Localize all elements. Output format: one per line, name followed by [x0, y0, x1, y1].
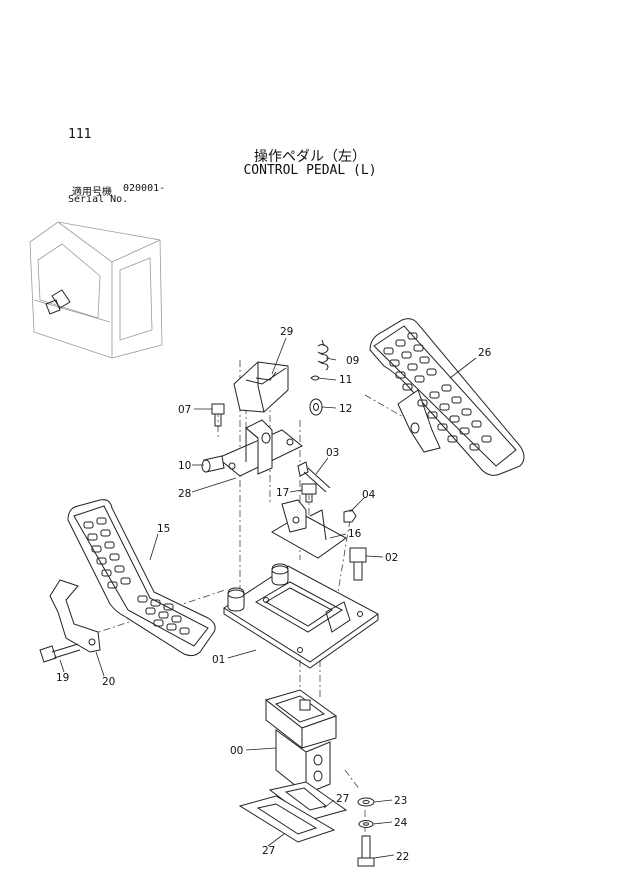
callout-28: 28 [178, 488, 191, 500]
part-26-pedal-right [369, 318, 525, 476]
part-28-bracket [217, 419, 303, 477]
callout-labels: 29 09 11 26 07 12 10 03 28 17 04 15 16 0… [56, 326, 492, 863]
machine-locator-illustration [29, 221, 163, 359]
callout-19: 19 [56, 672, 69, 684]
part-01-base-plate [223, 563, 379, 669]
serial-label: Serial No. [68, 194, 129, 205]
callout-01: 01 [212, 654, 225, 666]
part-03-bolt [297, 461, 331, 493]
part-09-spring [317, 339, 329, 371]
callout-15: 15 [157, 523, 170, 535]
callout-11: 11 [339, 374, 352, 386]
callout-17: 17 [276, 487, 289, 499]
callout-27-upper: 27 [336, 793, 349, 805]
part-15-pedal-left [67, 499, 216, 657]
part-02-bolt [349, 547, 367, 581]
pedal-26-tread-pattern [383, 332, 492, 451]
callout-leaders [59, 337, 477, 859]
callout-23: 23 [394, 795, 407, 807]
part-23-washer [357, 797, 375, 807]
callout-27-lower: 27 [262, 845, 275, 857]
part-17-bolt [301, 483, 317, 503]
callout-22: 22 [396, 851, 409, 863]
part-10-pin [201, 455, 225, 473]
part-16-stopper-bracket [271, 499, 347, 559]
callout-26: 26 [478, 347, 492, 359]
page-number: 111 [68, 127, 92, 142]
callout-29: 29 [280, 326, 293, 338]
part-27-seal-lower [238, 795, 336, 843]
serial-label-japanese: 適用号機 [72, 187, 112, 198]
part-07-bolt [211, 403, 225, 427]
part-19-bolt [39, 643, 81, 663]
callout-03: 03 [326, 447, 339, 459]
part-00-pilot-valve [264, 689, 338, 796]
page-title: CONTROL PEDAL (L) [243, 163, 377, 178]
part-24-washer [358, 820, 374, 828]
callout-10: 10 [178, 460, 191, 472]
callout-12: 12 [339, 403, 352, 415]
page-title-japanese: 操作ペダル（左） [254, 149, 366, 165]
pedal-15-tread-pattern [83, 517, 190, 635]
part-12-washer [309, 398, 323, 416]
callout-20: 20 [102, 676, 115, 688]
callout-09: 09 [346, 355, 359, 367]
callout-24: 24 [394, 817, 408, 829]
callout-02: 02 [385, 552, 398, 564]
part-29-cover-bracket [233, 361, 289, 413]
part-20-arm [49, 579, 101, 653]
callout-07: 07 [178, 404, 191, 416]
part-11-clip [310, 375, 320, 381]
callout-00: 00 [230, 745, 243, 757]
serial-number-range: 020001- [123, 183, 166, 194]
callout-04: 04 [362, 489, 376, 501]
part-04-nut [343, 509, 357, 523]
callout-16: 16 [348, 528, 362, 540]
part-22-bolt [357, 835, 375, 867]
